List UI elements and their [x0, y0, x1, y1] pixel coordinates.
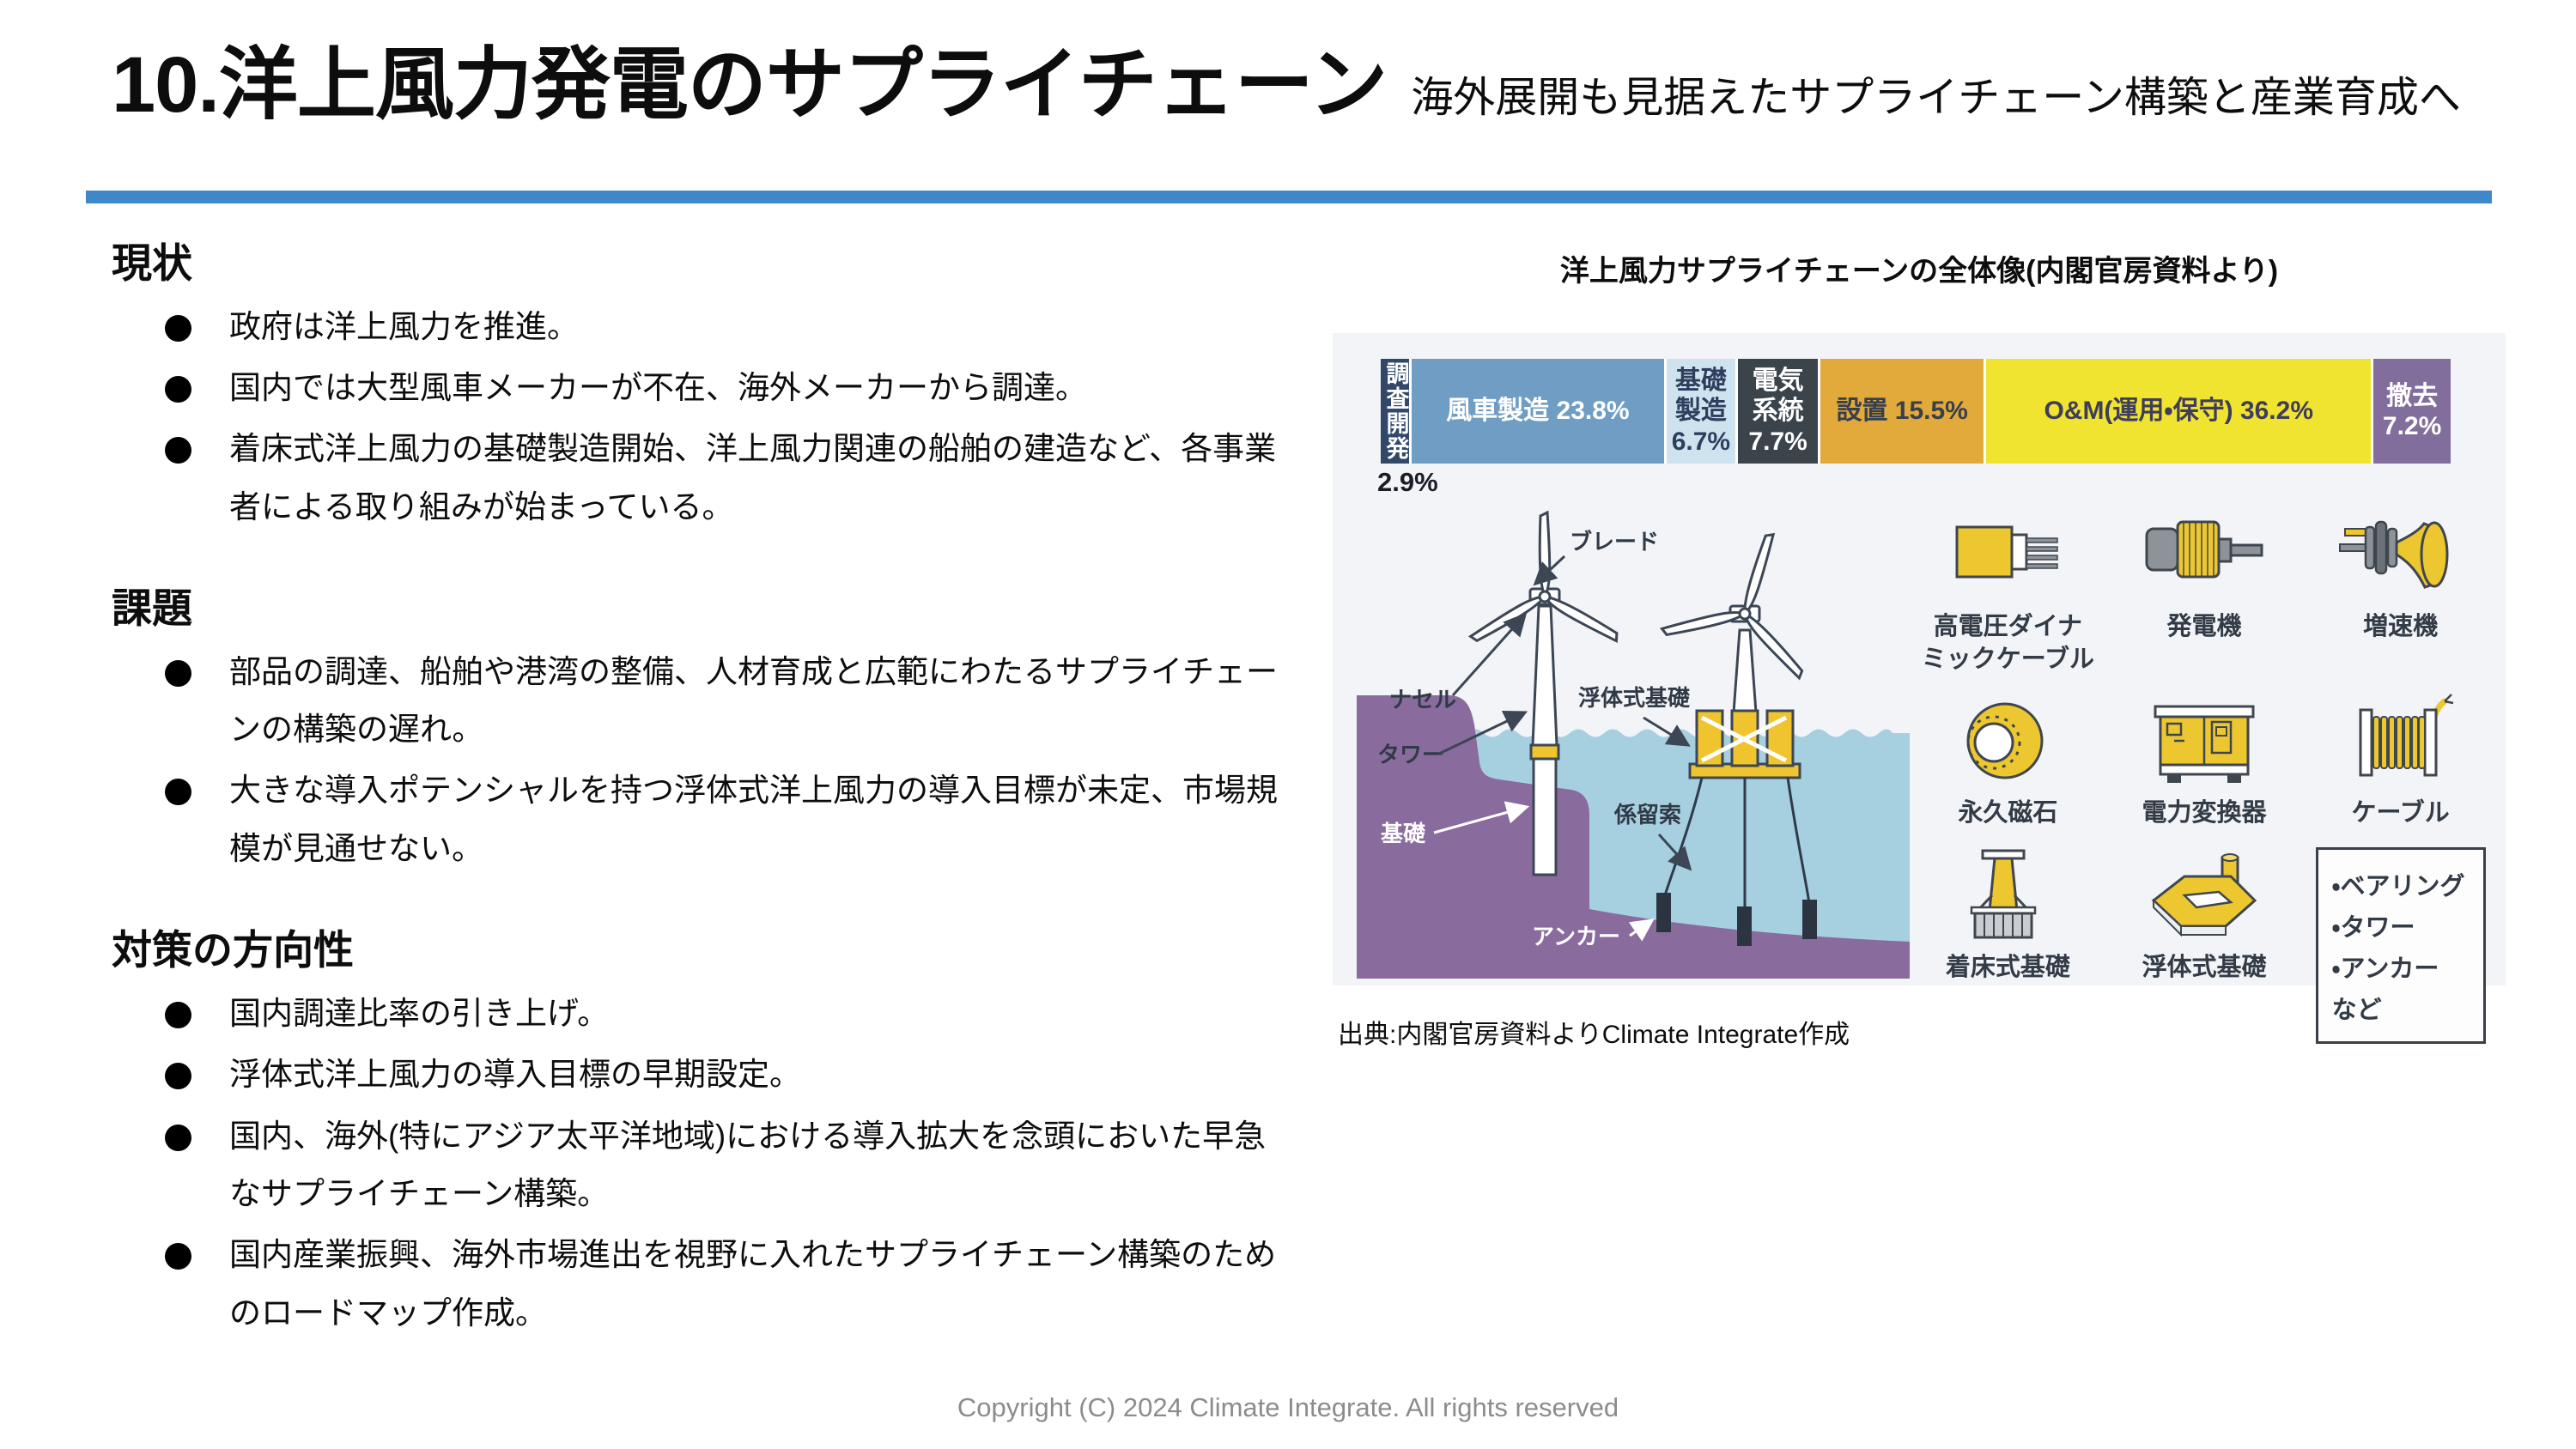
scene-label-anchor: アンカー — [1532, 924, 1620, 949]
bullet-dot-icon — [165, 1243, 191, 1270]
taisaku-list: 国内調達比率の引き上げ。 浮体式洋上風力の導入目標の早期設定。 国内、海外(特に… — [112, 985, 1297, 1342]
component-grid: 高電圧ダイナ ミックケーブル 発電機 — [1913, 505, 2495, 1045]
bottom-fixed-foundation-icon — [1971, 849, 2037, 939]
hv-dynamic-cable-icon — [1955, 525, 2059, 579]
component-cell: 増速機 — [2306, 505, 2495, 676]
cable-icon — [2359, 694, 2453, 777]
rotor — [1467, 510, 1619, 643]
land-shape — [1357, 695, 1589, 979]
bar-segment-6: 撤去 7.2% — [2373, 359, 2451, 464]
component-cell: ・ベアリング ・タワー ・アンカー など — [2306, 846, 2495, 1045]
figure-panel: 調査開発風車製造 23.8%基礎製造 6.7%電気系統 7.7%設置 15.5%… — [1333, 333, 2506, 1045]
figure-title: 洋上風力サプライチェーンの全体像(内閣官房資料より) — [1559, 255, 2279, 288]
bullet-dot-icon — [165, 779, 191, 806]
bullet-text: 政府は洋上風力を推進。 — [229, 308, 579, 344]
bullet-text: 着床式洋上風力の基礎製造開始、洋上風力関連の船舶の建造など、各事業者による取り組… — [229, 431, 1277, 524]
scene-label-nacelle: ナセル — [1389, 687, 1456, 712]
supply-chain-bar: 調査開発風車製造 23.8%基礎製造 6.7%電気系統 7.7%設置 15.5%… — [1381, 359, 2451, 464]
list-item: 国内調達比率の引き上げ。 — [112, 985, 1297, 1042]
offshore-wind-diagram: ブレード ナセル タワー 基礎 浮体式基礎 係留索 アンカー — [1357, 510, 1910, 979]
component-label: 増速機 — [2363, 613, 2439, 640]
bullet-dot-icon — [165, 1063, 191, 1090]
section-heading-taisaku: 対策の方向性 — [112, 927, 354, 973]
bullet-text: 国内産業振興、海外市場進出を視野に入れたサプライチェーン構築のためのロードマップ… — [229, 1237, 1277, 1331]
component-cell: 永久磁石 — [1913, 691, 2103, 830]
generator-icon — [2145, 520, 2263, 579]
component-cell: 着床式基礎 — [1913, 846, 2103, 1044]
bullet-text: 国内調達比率の引き上げ。 — [229, 995, 610, 1031]
bullet-dot-icon — [165, 314, 191, 342]
component-cell: 発電機 — [2110, 505, 2300, 676]
bullet-dot-icon — [165, 1001, 191, 1028]
component-label: 電力変換器 — [2142, 799, 2267, 828]
bullet-text: 大きな導入ポテンシャルを持つ浮体式洋上風力の導入目標が未定、市場規模が見通せない… — [229, 773, 1278, 866]
other-components-box: ・ベアリング ・タワー ・アンカー など — [2315, 847, 2486, 1045]
floating-turbine — [1659, 532, 1804, 779]
list-item: 政府は洋上風力を推進。 — [112, 298, 1297, 355]
section-heading-genjo: 現状 — [112, 240, 192, 286]
anchors — [1656, 893, 1817, 946]
scene-label-floating-foundation: 浮体式基礎 — [1578, 685, 1690, 711]
bar-segment-3: 電気系統 7.7% — [1738, 359, 1821, 464]
bullet-dot-icon — [165, 659, 191, 687]
list-item: 大きな導入ポテンシャルを持つ浮体式洋上風力の導入目標が未定、市場規模が見通せない… — [112, 761, 1297, 877]
permanent-magnet-icon — [1966, 702, 2044, 779]
page-title: 10.洋上風力発電のサプライチェーン — [112, 41, 1388, 129]
list-item: 国内産業振興、海外市場進出を視野に入れたサプライチェーン構築のためのロードマップ… — [112, 1226, 1297, 1342]
bullet-dot-icon — [165, 376, 191, 403]
component-cell: ケーブル — [2306, 691, 2495, 830]
copyright-text: Copyright (C) 2024 Climate Integrate. Al… — [957, 1392, 1619, 1422]
fixed-turbine — [1467, 510, 1619, 876]
bullet-dot-icon — [165, 1124, 191, 1151]
bullet-text: 浮体式洋上風力の導入目標の早期設定。 — [229, 1057, 801, 1093]
rotor — [1659, 532, 1804, 681]
text-column: 現状 政府は洋上風力を推進。 国内では大型風車メーカーが不在、海外メーカーから調… — [112, 239, 1297, 1345]
bullet-text: 国内、海外(特にアジア太平洋地域)における導入拡大を念頭においた早急なサプライチ… — [229, 1118, 1267, 1211]
component-label: 高電圧ダイナ ミックケーブル — [1921, 613, 2094, 673]
bullet-text: 国内では大型風車メーカーが不在、海外メーカーから調達。 — [229, 370, 1087, 406]
component-label: 発電機 — [2166, 613, 2242, 640]
bullet-text: 部品の調達、船舶や港湾の整備、人材育成と広範にわたるサプライチェーンの構築の遅れ… — [229, 653, 1278, 748]
list-item: 着床式洋上風力の基礎製造開始、洋上風力関連の船舶の建造など、各事業者による取り組… — [112, 420, 1297, 536]
scene-label-tower: タワー — [1377, 742, 1444, 767]
bar-segment-1: 風車製造 23.8% — [1412, 359, 1667, 464]
bar-segment-4: 設置 15.5% — [1820, 359, 1987, 464]
component-cell: 浮体式基礎 — [2110, 846, 2300, 1044]
component-label: ケーブル — [2351, 799, 2450, 828]
scene-label-foundation: 基礎 — [1381, 821, 1425, 846]
component-label: 永久磁石 — [1958, 799, 2058, 828]
kadai-list: 部品の調達、船舶や港湾の整備、人材育成と広範にわたるサプライチェーンの構築の遅れ… — [112, 643, 1297, 877]
bullet-dot-icon — [165, 437, 191, 464]
list-item: 国内では大型風車メーカーが不在、海外メーカーから調達。 — [112, 359, 1297, 416]
list-item: 部品の調達、船舶や港湾の整備、人材育成と広範にわたるサプライチェーンの構築の遅れ… — [112, 643, 1297, 759]
bar-segment-0: 調査開発 — [1381, 359, 1413, 464]
component-cell: 電力変換器 — [2110, 691, 2300, 830]
gearbox-icon — [2338, 520, 2449, 589]
power-converter-icon — [2154, 705, 2255, 784]
genjo-list: 政府は洋上風力を推進。 国内では大型風車メーカーが不在、海外メーカーから調達。 … — [112, 298, 1297, 536]
component-label: 浮体式基礎 — [2142, 954, 2267, 982]
list-item: 国内、海外(特にアジア太平洋地域)における導入拡大を念頭においた早急なサプライチ… — [112, 1107, 1297, 1223]
scene-label-mooring-line: 係留索 — [1613, 802, 1681, 828]
component-label: 着床式基礎 — [1945, 954, 2070, 982]
component-cell: 高電圧ダイナ ミックケーブル — [1913, 505, 2103, 676]
scene-label-blade: ブレード — [1570, 529, 1659, 555]
bar-segment-5: O&M(運用・保守) 36.2% — [1986, 359, 2374, 464]
bar-outside-value: 2.9% — [1377, 467, 1438, 497]
section-heading-kadai: 課題 — [112, 585, 192, 632]
floating-foundation-icon — [2151, 853, 2257, 937]
bar-segment-2: 基礎製造 6.7% — [1666, 359, 1739, 464]
header-divider — [86, 191, 2492, 203]
header: 10.洋上風力発電のサプライチェーン 海外展開も見据えたサプライチェーン構築と産… — [112, 34, 2516, 137]
list-item: 浮体式洋上風力の導入目標の早期設定。 — [112, 1046, 1297, 1103]
page-subtitle: 海外展開も見据えたサプライチェーン構築と産業育成へ — [1411, 75, 2461, 121]
figure-source: 出典:内閣官房資料よりClimate Integrate作成 — [1338, 1021, 1850, 1049]
